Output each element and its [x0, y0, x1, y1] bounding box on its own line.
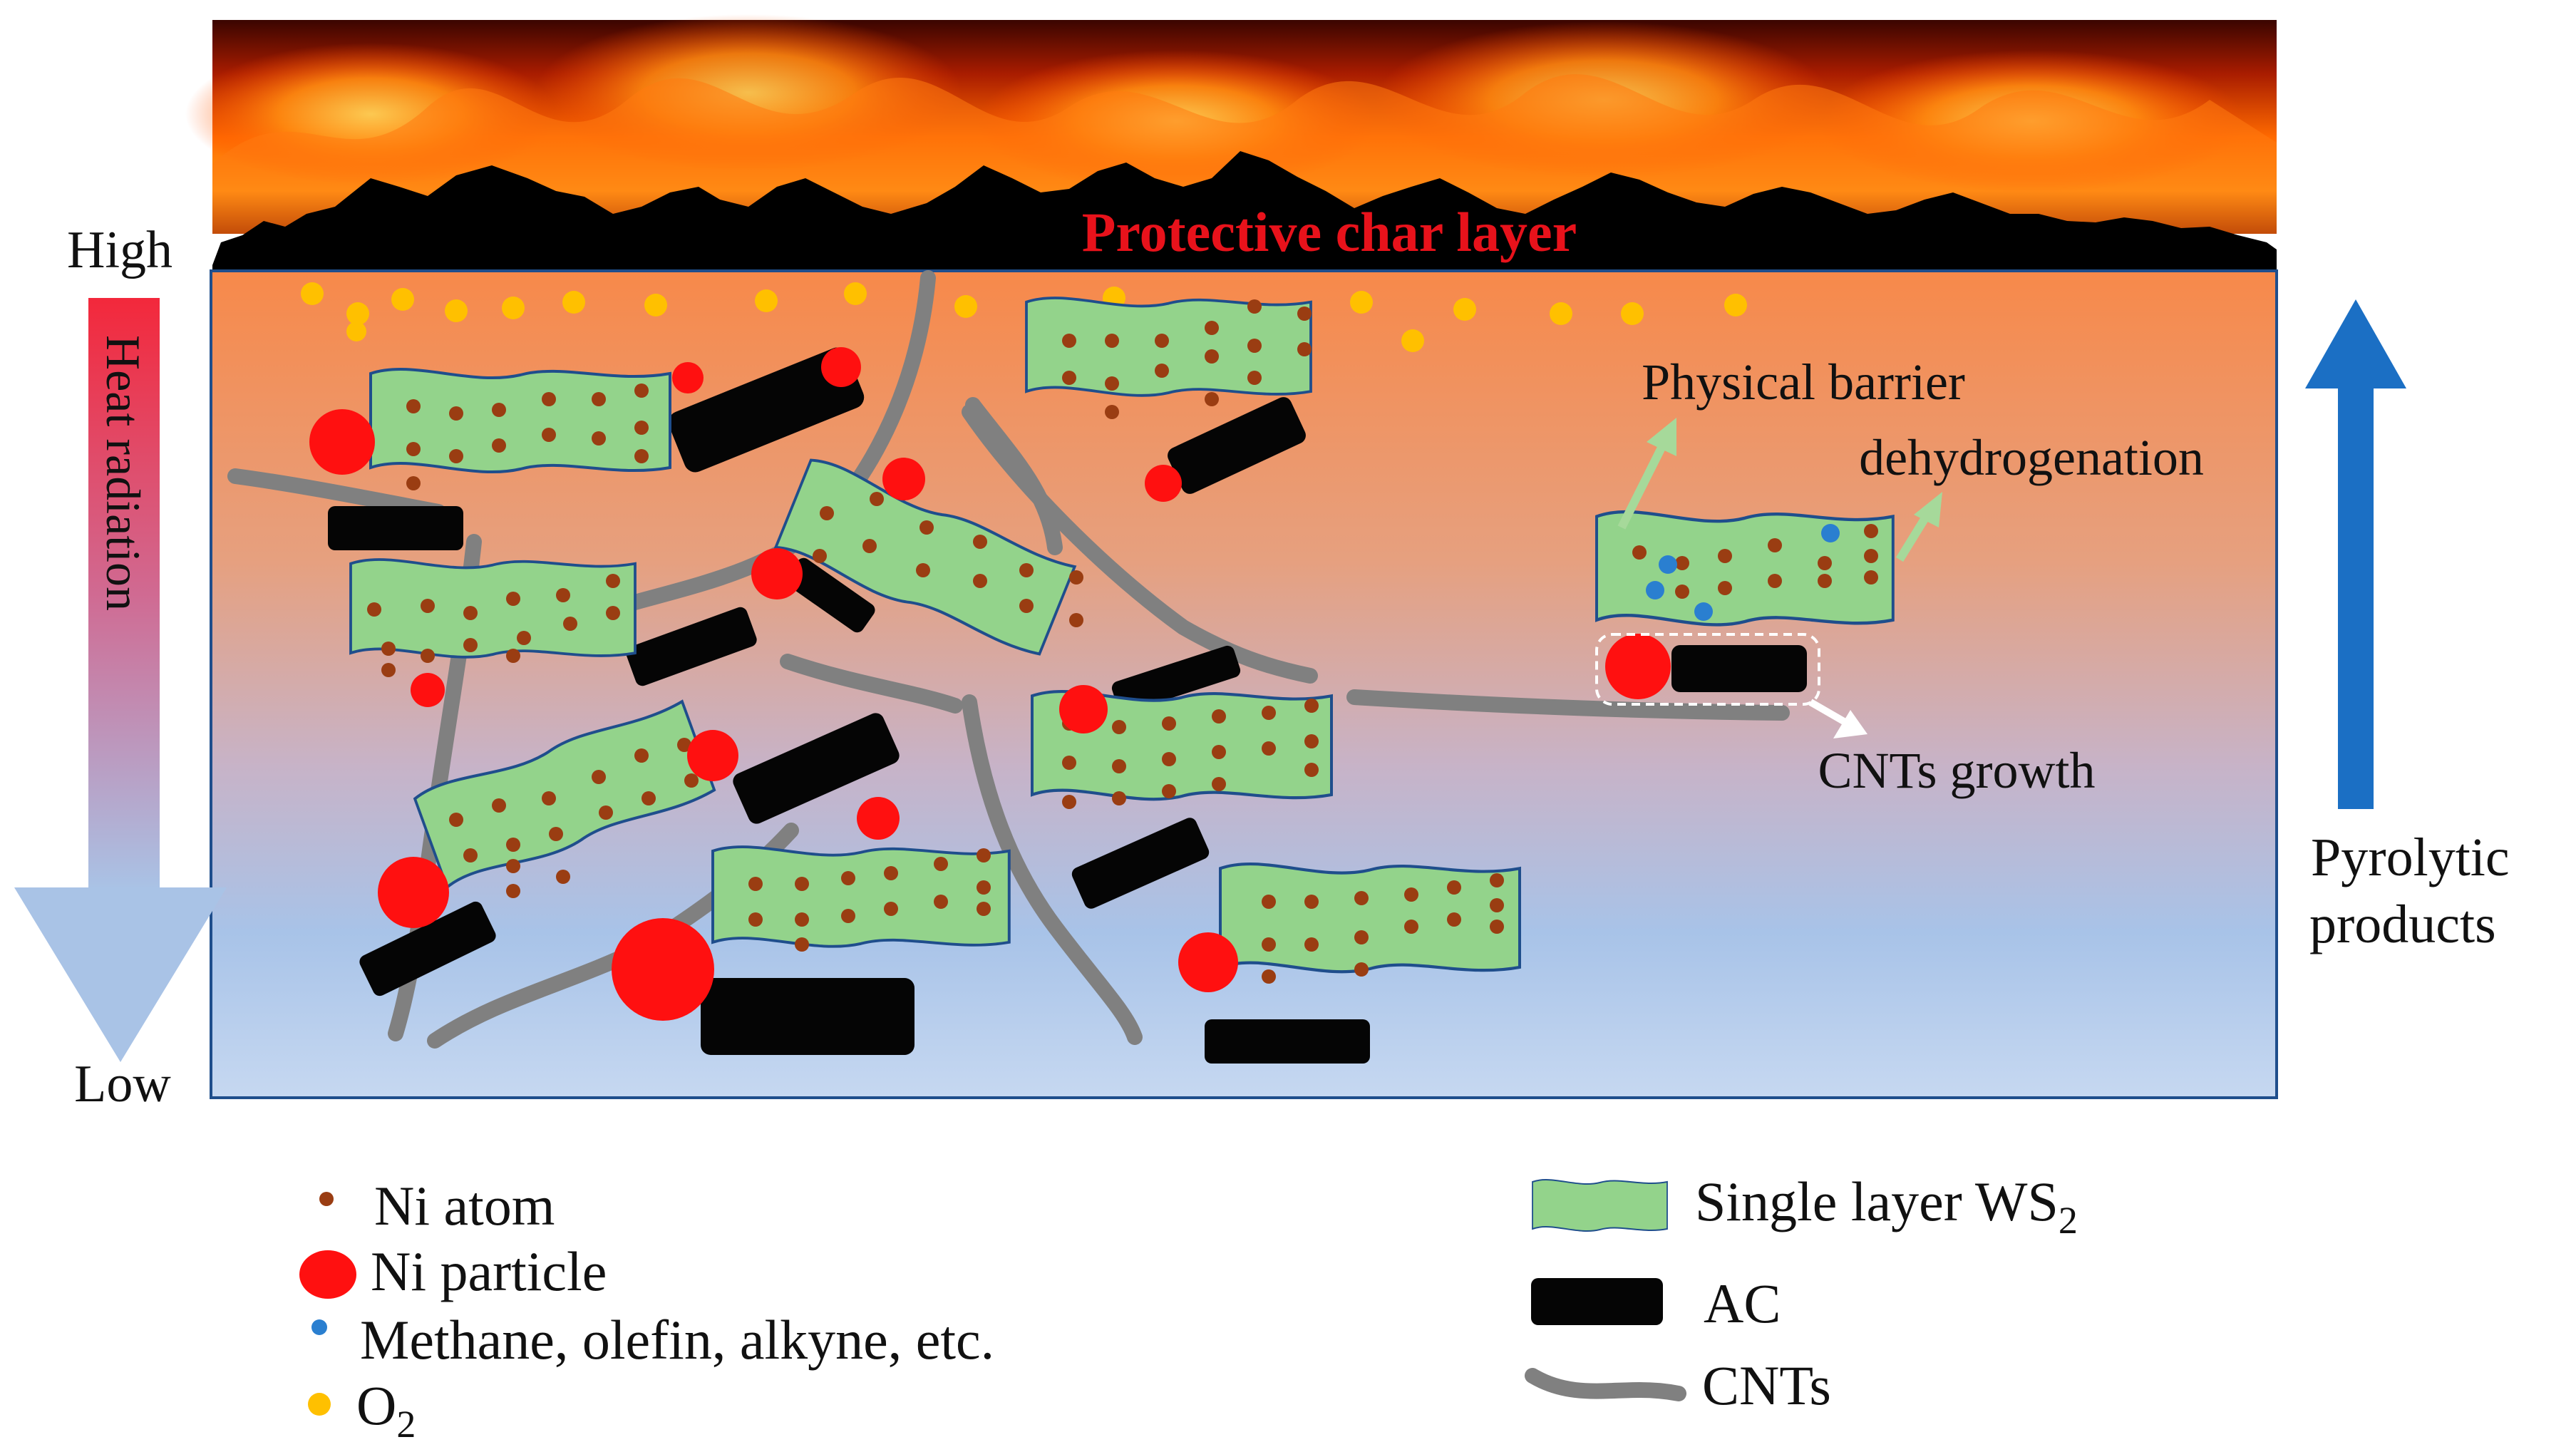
ac-blocks — [328, 347, 1807, 1064]
legend-methane-label: Methane, olefin, alkyne, etc. — [360, 1309, 994, 1371]
legend-ni-atom-label: Ni atom — [374, 1175, 555, 1237]
pyrolytic-products-label-line2: products — [2309, 895, 2496, 954]
legend-cnts-label: CNTs — [1702, 1354, 1831, 1416]
ni-particles — [309, 347, 1671, 1021]
heat-radiation-label: Heat radiation — [96, 335, 150, 611]
cnts-growth-arrow — [1808, 699, 1867, 738]
high-label: High — [67, 221, 172, 279]
ni-atoms — [367, 299, 1878, 984]
physical-barrier-arrows — [1617, 418, 1942, 562]
low-label: Low — [74, 1055, 171, 1113]
legend-o2-marker — [308, 1393, 331, 1416]
legend-o2-label: O2 — [356, 1374, 416, 1446]
dehydrogenation-label: dehydrogenation — [1859, 429, 2204, 486]
protective-char-layer-label: Protective char layer — [1082, 201, 1577, 263]
physical-barrier-label: Physical barrier — [1642, 354, 1965, 411]
legend-ni-particle-marker — [299, 1250, 356, 1299]
cnts-growth-label: CNTs growth — [1818, 742, 2096, 799]
pyrolytic-products-label-line1: Pyrolytic — [2311, 828, 2510, 887]
methane-molecules — [1646, 524, 1840, 621]
legend: Ni atom Ni particle Methane, olefin, alk… — [299, 1170, 2078, 1446]
legend-ws2-marker — [1532, 1179, 1668, 1232]
char-layer-silhouette — [212, 151, 2277, 274]
cnt-growth-highlight — [1595, 633, 1820, 706]
legend-ni-particle-label: Ni particle — [371, 1240, 607, 1302]
legend-cnts-marker — [1525, 1368, 1686, 1401]
pyrolytic-products-arrow — [2305, 299, 2406, 809]
legend-methane-marker — [311, 1319, 327, 1335]
legend-ni-atom-marker — [319, 1192, 334, 1206]
heat-radiation-arrow — [14, 298, 227, 1062]
legend-ac-marker — [1531, 1278, 1663, 1325]
legend-ws2-label: Single layer WS2 — [1695, 1170, 2078, 1242]
legend-ac-label: AC — [1704, 1272, 1781, 1334]
